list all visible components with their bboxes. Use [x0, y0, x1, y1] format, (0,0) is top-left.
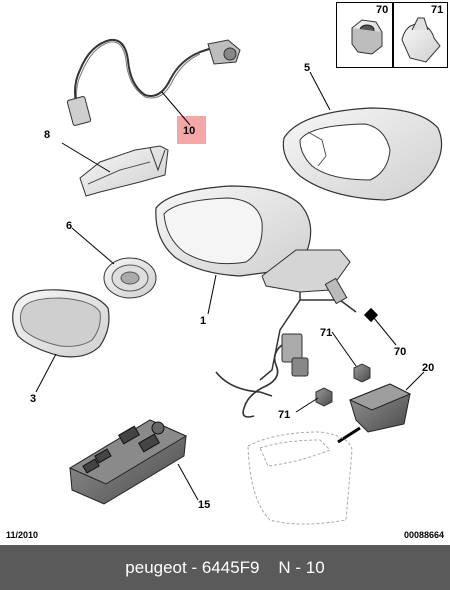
footer-separator: -: [186, 557, 202, 577]
callout-1: 1: [200, 315, 206, 327]
callout-8: 8: [44, 129, 50, 141]
callout-5: 5: [304, 62, 310, 74]
hardware-inset-divider: [392, 2, 394, 68]
nut-71-lower: [315, 387, 333, 407]
mirror-assembly-1-drawing: [155, 185, 351, 381]
actuator-6-drawing: [103, 257, 157, 299]
callout-3: 3: [30, 393, 36, 405]
callout-6: 6: [66, 220, 72, 232]
callout-71-middle: 71: [320, 327, 332, 339]
callout-70-inset: 70: [376, 4, 388, 16]
footer-gap: [260, 558, 279, 578]
footer-bar: peugeot - 6445F9 N - 10: [0, 545, 450, 590]
harness-connector-left: [66, 96, 92, 126]
leader-lines: [35, 71, 425, 501]
glass-3-drawing: [12, 289, 110, 358]
harness-10-drawing: [74, 38, 213, 119]
callout-10: 10: [183, 125, 195, 137]
nut-71-upper: [353, 363, 371, 383]
callout-15: 15: [198, 499, 210, 511]
switch-15-drawing: [68, 419, 188, 505]
lower-connector-b: [291, 357, 309, 377]
callout-71-lower: 71: [278, 409, 290, 421]
revision-date: 11/2010: [6, 530, 39, 540]
exploded-diagram: 8 5 10 6 1 3 71 71 20 70 15 70 71: [12, 4, 443, 525]
footer-brand: peugeot: [125, 557, 187, 577]
diagram-code: 00088664: [403, 530, 444, 540]
footer-page: N - 10: [278, 557, 325, 577]
lower-connector-c: [324, 277, 348, 305]
module-20-drawing: [337, 383, 412, 444]
repeater-lamp-8-drawing: [79, 145, 169, 197]
highlight-part-10: [177, 116, 206, 144]
callout-70-lower: 70: [394, 346, 406, 358]
footer-part-number: 6445F9: [201, 557, 260, 577]
callout-20: 20: [422, 362, 434, 374]
callout-71-inset: 71: [431, 4, 443, 16]
clip-71-drawing: [401, 17, 441, 63]
cover-5-drawing: [282, 107, 443, 201]
car-door-outline: [247, 431, 353, 525]
nut-70-drawing: [351, 19, 383, 55]
